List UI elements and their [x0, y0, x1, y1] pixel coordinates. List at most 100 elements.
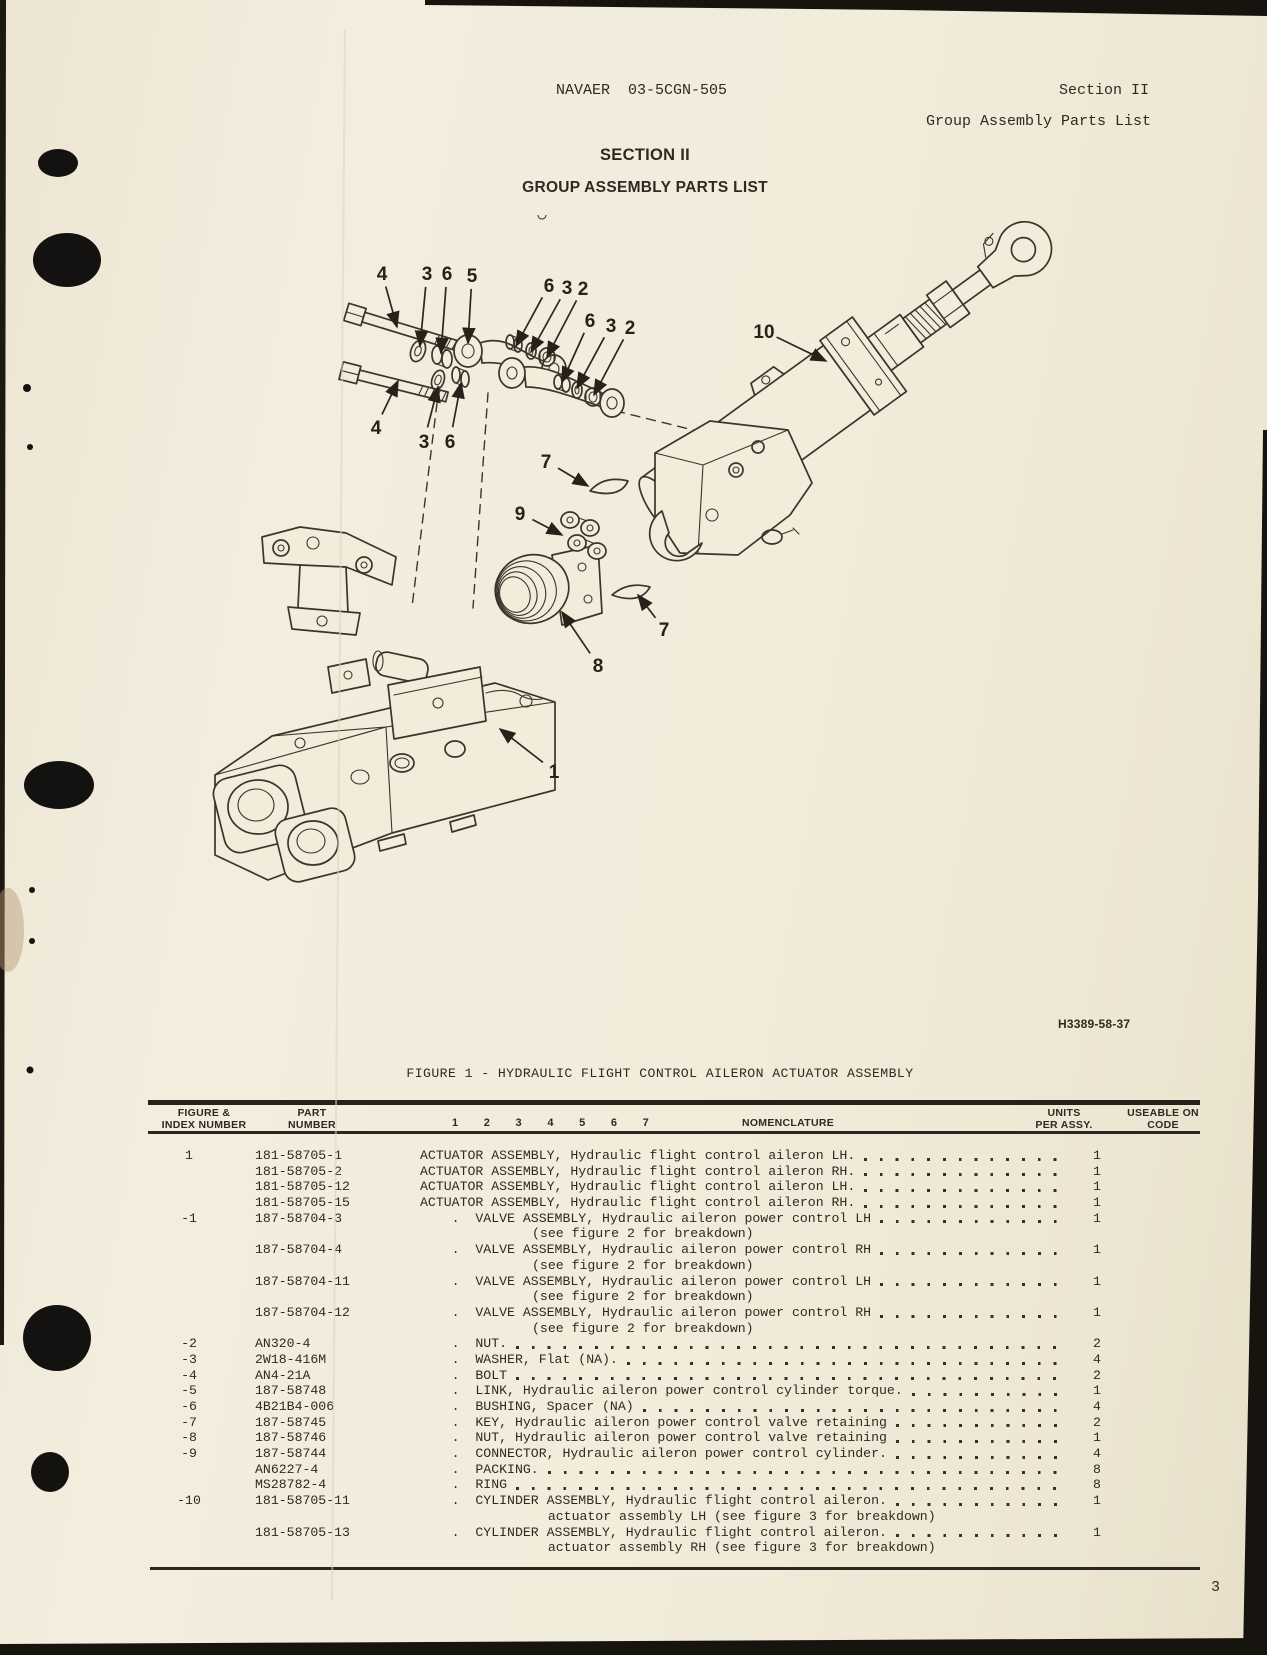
row-index — [148, 1525, 230, 1541]
row-useable-code — [1120, 1430, 1200, 1446]
row-part-number: AN6227-4 — [255, 1461, 319, 1477]
row-part-number: 187-58704-4 — [255, 1242, 343, 1258]
row-index — [148, 1462, 230, 1478]
table-row: 181-58705-2 ACTUATOR ASSEMBLY, Hydraulic… — [148, 1164, 1200, 1180]
callout-number: 1 — [549, 762, 560, 783]
dot-leader — [864, 1189, 1058, 1193]
row-part-number: AN4-21A — [255, 1367, 311, 1383]
table-top-rule — [148, 1100, 1200, 1105]
callout-number: 6 — [544, 276, 555, 297]
row-index: -3 — [181, 1351, 197, 1367]
row-nomenclature: . LINK, Hydraulic aileron power control … — [420, 1383, 903, 1399]
row-useable-code — [1120, 1274, 1200, 1290]
dot-leader — [880, 1314, 1058, 1318]
table-row: 187-58704-12 . VALVE ASSEMBLY, Hydraulic… — [148, 1305, 1200, 1321]
table-header: FIGURE & INDEX NUMBER PART NUMBER 1 2 3 … — [148, 1106, 1200, 1130]
row-useable-code — [1120, 1242, 1200, 1258]
table-row: -10 181-58705-11 . CYLINDER ASSEMBLY, Hy… — [148, 1493, 1200, 1509]
dot-leader — [864, 1204, 1058, 1208]
row-part-number: 187-58704-3 — [255, 1210, 343, 1226]
row-nomenclature: . NUT. — [420, 1336, 508, 1352]
row-useable-code — [1120, 1179, 1200, 1195]
row-nomenclature: ACTUATOR ASSEMBLY, Hydraulic flight cont… — [420, 1195, 856, 1211]
callout-number: 7 — [659, 620, 670, 641]
table-row: -6 4B21B4-006 . BUSHING, Spacer (NA) 4 — [148, 1399, 1200, 1415]
row-nomenclature: . WASHER, Flat (NA). — [420, 1351, 618, 1367]
valve-linkage-fittings-art — [261, 210, 547, 740]
row-nomenclature: . BUSHING, Spacer (NA) — [420, 1399, 634, 1414]
callout-arrow — [451, 381, 465, 428]
dot-leader — [516, 1377, 1058, 1381]
row-useable-code — [1120, 1462, 1200, 1478]
callout-arrow — [561, 332, 586, 384]
column-header-nomenclature: NOMENCLATURE — [741, 1117, 835, 1129]
row-units-per-assy: 1 — [1093, 1179, 1101, 1195]
row-useable-code — [1120, 1164, 1200, 1180]
row-units-per-assy: 1 — [1093, 1493, 1101, 1509]
figure-reference-number: H3389-58-37 — [1058, 1017, 1131, 1031]
row-units-per-assy: 1 — [1093, 1163, 1101, 1179]
scan-edge-top — [425, 0, 1267, 16]
row-units-per-assy: 2 — [1093, 1367, 1101, 1383]
dot-leader — [547, 1471, 1058, 1475]
row-continuation: (see figure 2 for breakdown) — [532, 1289, 754, 1305]
callout-arrow — [576, 336, 606, 390]
table-row: -7 187-58745 . KEY, Hydraulic aileron po… — [148, 1415, 1200, 1431]
callout-number: 4 — [371, 418, 382, 439]
row-units-per-assy: 2 — [1093, 1414, 1101, 1430]
row-index — [148, 1477, 230, 1493]
table-row: 187-58704-11 . VALVE ASSEMBLY, Hydraulic… — [148, 1274, 1200, 1290]
row-useable-code — [1120, 1477, 1200, 1493]
row-useable-code — [1120, 1336, 1200, 1352]
row-part-number: 187-58745 — [255, 1414, 327, 1430]
dot-leader — [895, 1440, 1058, 1444]
row-useable-code — [1120, 1415, 1200, 1431]
row-index: -10 — [177, 1493, 201, 1509]
row-index: -9 — [181, 1446, 197, 1462]
callout-arrow — [435, 286, 449, 355]
row-units-per-assy: 1 — [1093, 1242, 1101, 1258]
row-nomenclature: . PACKING. — [420, 1461, 539, 1477]
row-nomenclature: . NUT, Hydraulic aileron power control v… — [420, 1430, 887, 1446]
row-index — [148, 1164, 230, 1180]
scan-edge-bottom — [0, 1638, 1267, 1655]
row-part-number: 181-58705-11 — [255, 1493, 350, 1509]
row-useable-code — [1120, 1148, 1200, 1164]
row-continuation: actuator assembly RH (see figure 3 for b… — [532, 1540, 936, 1556]
row-units-per-assy: 1 — [1093, 1304, 1101, 1320]
row-part-number: 187-58746 — [255, 1430, 327, 1446]
callout-arrow — [515, 296, 544, 348]
table-bottom-rule — [150, 1567, 1200, 1570]
dot-leader — [626, 1361, 1058, 1365]
callout-number: 7 — [541, 452, 552, 473]
column-header-part-number: PART NUMBER — [288, 1107, 336, 1131]
row-nomenclature: . VALVE ASSEMBLY, Hydraulic aileron powe… — [420, 1242, 872, 1258]
row-index — [148, 1195, 230, 1211]
callout-arrow — [414, 286, 429, 348]
table-row: -5 187-58748 . LINK, Hydraulic aileron p… — [148, 1383, 1200, 1399]
row-part-number: 2W18-416M — [255, 1351, 327, 1367]
row-nomenclature: . CYLINDER ASSEMBLY, Hydraulic flight co… — [420, 1493, 887, 1509]
header-group-label: Group Assembly Parts List — [925, 113, 1151, 130]
dot-leader — [516, 1345, 1058, 1349]
row-nomenclature: ACTUATOR ASSEMBLY, Hydraulic flight cont… — [420, 1179, 856, 1195]
valve-assembly-art — [212, 682, 556, 883]
dot-leader — [895, 1502, 1058, 1506]
row-index — [148, 1179, 230, 1195]
callout-arrow — [557, 467, 590, 487]
threaded-collar-art — [494, 544, 603, 626]
dot-leader — [880, 1283, 1058, 1287]
dot-leader — [880, 1220, 1058, 1224]
header-section-label: Section II — [1058, 82, 1149, 99]
binder-hole-marks — [23, 149, 101, 1492]
dot-leader — [864, 1157, 1058, 1161]
callout-number: 6 — [585, 311, 596, 332]
callout-number: 6 — [442, 264, 453, 285]
row-units-per-assy: 1 — [1093, 1210, 1101, 1226]
callout-arrow — [384, 286, 400, 329]
row-units-per-assy: 1 — [1093, 1195, 1101, 1211]
row-units-per-assy: 1 — [1093, 1383, 1101, 1399]
row-useable-code — [1120, 1493, 1200, 1509]
callout-arrow — [561, 610, 591, 654]
